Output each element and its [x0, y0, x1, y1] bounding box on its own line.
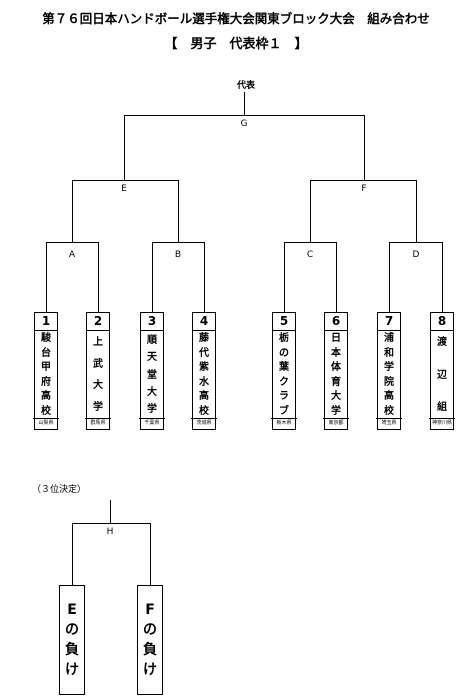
team-name: 藤代紫水高校	[199, 333, 209, 417]
match-node-e: E	[121, 184, 127, 194]
team-number: 5	[273, 313, 295, 331]
match-node-g: G	[240, 119, 248, 129]
team-prefecture: 山梨県	[33, 418, 59, 428]
team-prefecture: 千葉県	[139, 418, 165, 428]
page-title: 第７６回日本ハンドボール選手権大会関東ブロック大会 組み合わせ	[42, 11, 430, 26]
team-box: 7 浦和学院高校 埼玉県	[376, 312, 402, 430]
team-prefecture: 神奈川県	[429, 418, 455, 428]
team-box: 5 栃の葉クラブ 栃木県	[271, 312, 297, 430]
match-node-f: F	[361, 184, 367, 194]
team-box: 6 日本体育大学 東京都	[323, 312, 349, 430]
match-node-c: C	[306, 250, 314, 260]
team-prefecture: 群馬県	[85, 418, 111, 428]
third-place-label: （３位決定）	[32, 485, 87, 495]
team-name: 駿台甲府高校	[41, 333, 51, 417]
team-name: 順天堂大学	[147, 335, 157, 415]
team-number: 2	[87, 313, 109, 331]
team-number: 6	[325, 313, 347, 331]
team-number: 1	[35, 313, 57, 331]
match-node-b: B	[174, 250, 182, 260]
team-name: 渡辺組	[437, 337, 447, 413]
team-box: 3 順天堂大学 千葉県	[139, 312, 165, 430]
match-node-h: H	[106, 527, 114, 537]
team-prefecture: 茨城県	[191, 418, 217, 428]
team-prefecture: 埼玉県	[376, 418, 402, 428]
team-number: 8	[431, 313, 453, 331]
team-box: 2 上武大学 群馬県	[85, 312, 111, 430]
team-name: 上武大学	[93, 337, 103, 413]
team-box: 8 渡辺組 神奈川県	[429, 312, 455, 430]
team-number: 3	[141, 313, 163, 331]
team-box: 4 藤代紫水高校 茨城県	[191, 312, 217, 430]
champion-label: 代表	[236, 81, 255, 91]
match-node-a: A	[68, 250, 76, 260]
page-subtitle: 【 男子 代表枠１ 】	[164, 37, 308, 52]
team-name: 日本体育大学	[331, 333, 341, 417]
team-prefecture: 栃木県	[271, 418, 297, 428]
match-node-d: D	[412, 250, 420, 260]
team-name: 浦和学院高校	[384, 333, 394, 417]
team-box: 1 駿台甲府高校 山梨県	[33, 312, 59, 430]
team-number: 4	[193, 313, 215, 331]
team-number: 7	[378, 313, 400, 331]
team-prefecture: 東京都	[323, 418, 349, 428]
team-name: 栃の葉クラブ	[279, 333, 289, 417]
